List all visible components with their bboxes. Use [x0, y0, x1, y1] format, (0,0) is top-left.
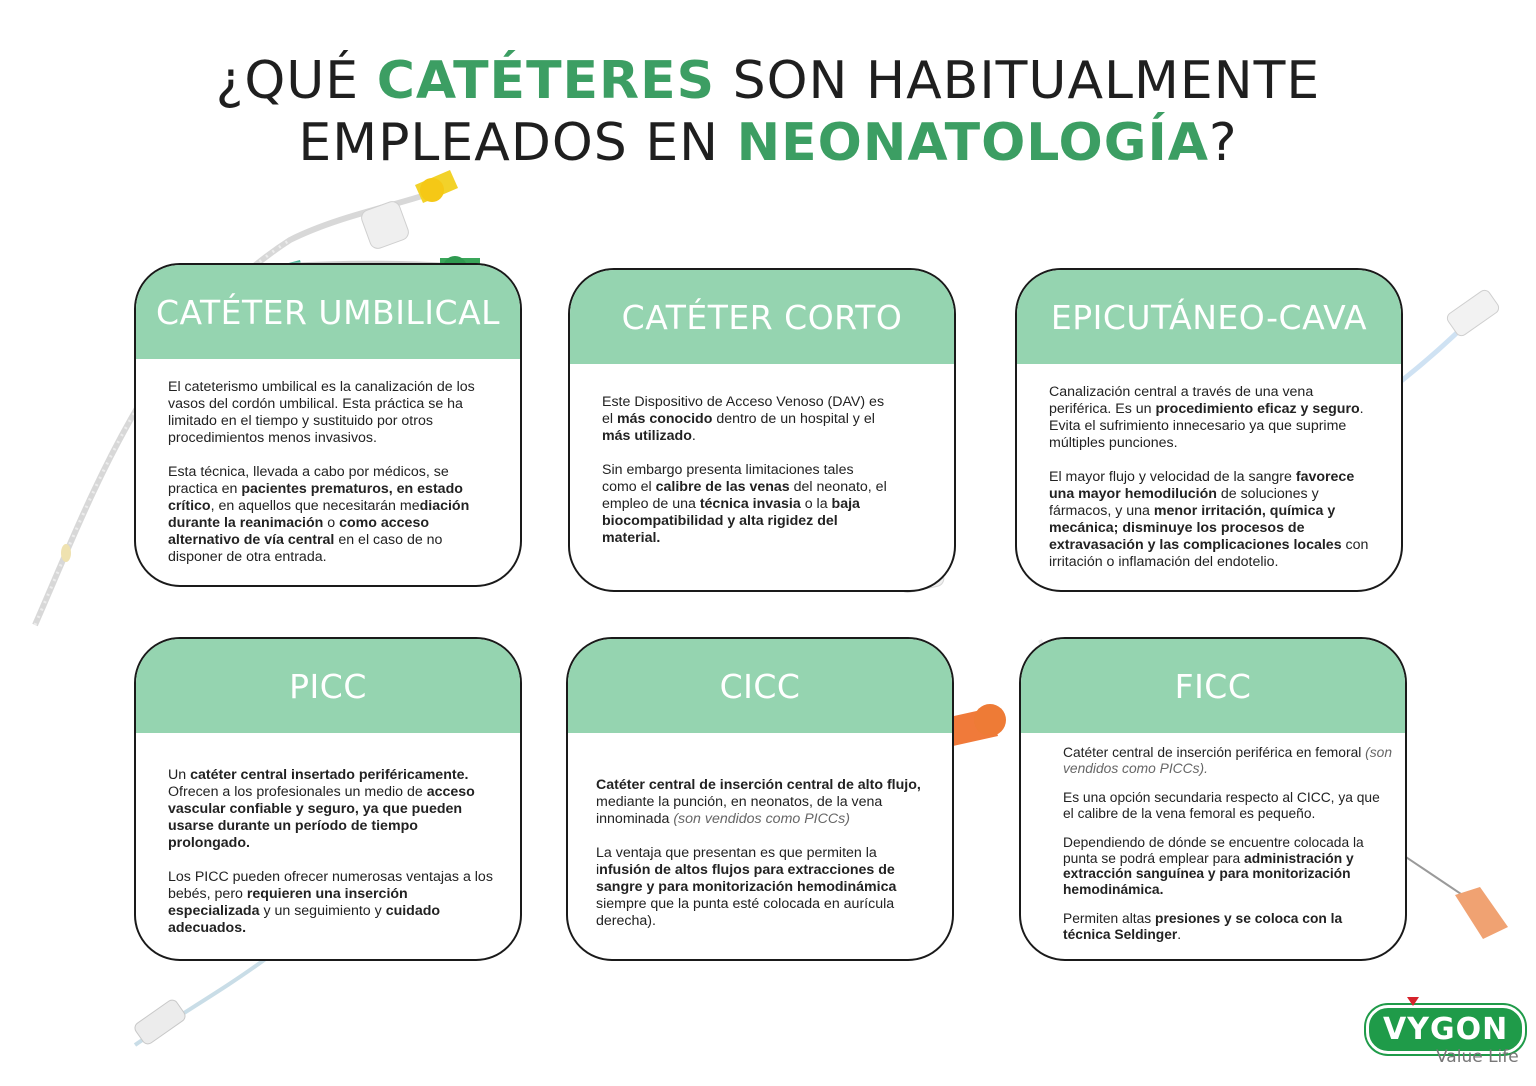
card-umbilical-title: CATÉTER UMBILICAL — [136, 265, 520, 359]
card-umbilical-paragraph-1: El cateterismo umbilical es la canalizac… — [168, 379, 475, 446]
card-corto-title: CATÉTER CORTO — [570, 270, 954, 364]
card-cicc-paragraph-2: La ventaja que presentan es que permiten… — [596, 845, 897, 929]
card-corto-paragraph-1: Este Dispositivo de Acceso Venoso (DAV) … — [602, 394, 885, 444]
card-cicc-paragraph-1: Catéter central de inserción central de … — [596, 777, 921, 827]
card-corto-body: Este Dispositivo de Acceso Venoso (DAV) … — [570, 364, 954, 547]
card-ficc-paragraph-2: Es una opción secundaria respecto al CIC… — [1063, 790, 1380, 821]
card-ficc-paragraph-3: Dependiendo de dónde se encuentre coloca… — [1063, 835, 1364, 897]
card-ficc-paragraph-4: Permiten altas presiones y se coloca con… — [1063, 911, 1343, 942]
logo-tagline: Value Life — [1436, 1047, 1519, 1067]
card-picc-paragraph-2: Los PICC pueden ofrecer numerosas ventaj… — [168, 869, 493, 936]
card-ficc-title: FICC — [1021, 639, 1405, 733]
card-cicc-body: Catéter central de inserción central de … — [568, 733, 952, 930]
card-picc-title: PICC — [136, 639, 520, 733]
card-corto-paragraph-2: Sin embargo presenta limitaciones tales … — [602, 462, 887, 546]
card-picc-paragraph-1: Un catéter central insertado periféricam… — [168, 767, 475, 851]
card-epicutaneo-body: Canalización central a través de una ven… — [1017, 364, 1401, 571]
page-title: ¿QUÉ CATÉTERES SON HABITUALMENTE EMPLEAD… — [0, 50, 1536, 174]
card-epicutaneo-title: EPICUTÁNEO-CAVA — [1017, 270, 1401, 364]
card-ficc: FICC Catéter central de inserción perifé… — [1019, 637, 1407, 961]
card-epicutaneo: EPICUTÁNEO-CAVA Canalización central a t… — [1015, 268, 1403, 592]
card-umbilical-body: El cateterismo umbilical es la canalizac… — [136, 359, 520, 566]
card-ficc-paragraph-1: Catéter central de inserción periférica … — [1063, 745, 1392, 776]
card-picc-body: Un catéter central insertado periféricam… — [136, 733, 520, 937]
card-ficc-body: Catéter central de inserción periférica … — [1021, 733, 1405, 942]
logo-brand: VYGON — [1366, 1005, 1526, 1054]
card-corto: CATÉTER CORTO Este Dispositivo de Acceso… — [568, 268, 956, 592]
card-umbilical: CATÉTER UMBILICAL El cateterismo umbilic… — [134, 263, 522, 587]
card-cicc-title: CICC — [568, 639, 952, 733]
title-line-2: EMPLEADOS EN NEONATOLOGÍA? — [298, 113, 1238, 173]
card-epicutaneo-paragraph-2: El mayor flujo y velocidad de la sangre … — [1049, 469, 1369, 570]
vygon-logo: VYGON Value Life — [1366, 997, 1526, 1067]
card-epicutaneo-paragraph-1: Canalización central a través de una ven… — [1049, 384, 1364, 451]
card-picc: PICC Un catéter central insertado perifé… — [134, 637, 522, 961]
logo-triangle-icon — [1407, 997, 1419, 1006]
card-umbilical-paragraph-2: Esta técnica, llevada a cabo por médicos… — [168, 464, 470, 565]
title-line-1: ¿QUÉ CATÉTERES SON HABITUALMENTE — [215, 51, 1321, 111]
card-cicc: CICC Catéter central de inserción centra… — [566, 637, 954, 961]
